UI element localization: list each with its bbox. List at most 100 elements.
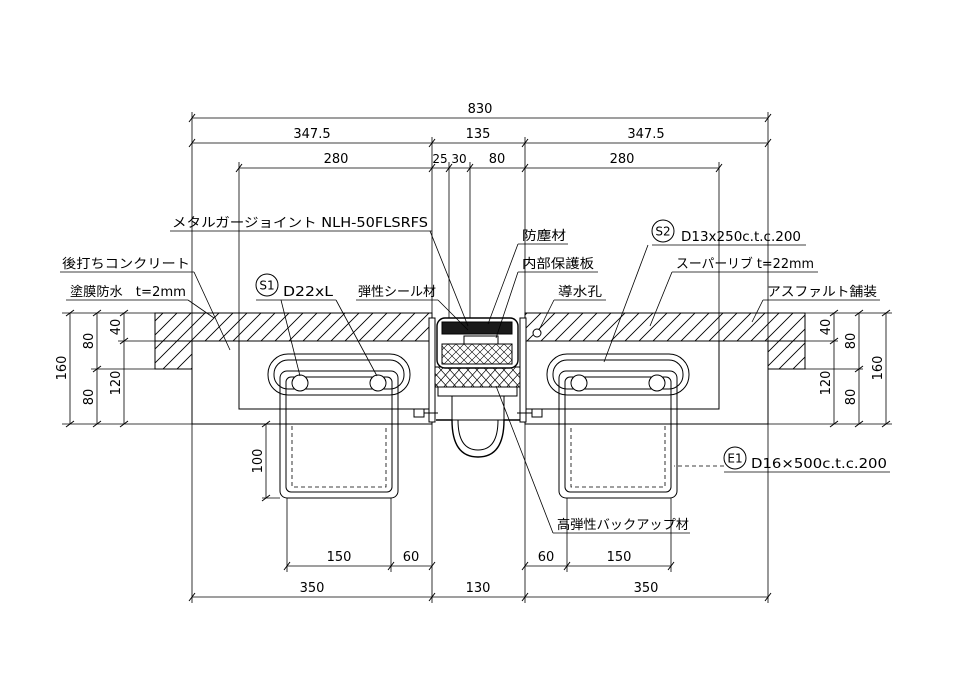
callout-dust-seal: 防塵材 — [487, 228, 568, 325]
pavement-left-outer — [154, 340, 193, 370]
label-asphalt-pavement: アスファルト舗装 — [767, 285, 877, 300]
drain-holder — [451, 395, 505, 421]
dim-left-lower-depth: 80 — [82, 389, 97, 406]
e1-rebar-outer-right — [558, 370, 678, 499]
drain-hole-mark — [532, 328, 542, 338]
inner-block-right — [525, 341, 720, 410]
s2-loop-inner — [552, 359, 684, 390]
label-drain-hole: 導水孔 — [558, 285, 602, 300]
dimension-texts-vertical: 160 80 80 40 120 40 120 80 80 160 100 — [55, 319, 886, 474]
label-waterproofing: 塗膜防水 t=2mm — [70, 284, 186, 300]
callout-inner-protection-plate: 内部保護板 — [495, 256, 598, 339]
leader-waterproofing — [187, 299, 215, 319]
e1-spec: D16×500c.t.c.200 — [751, 457, 887, 472]
dim-bottom-left: 350 — [300, 581, 325, 596]
dim-anchor-depth: 100 — [251, 449, 266, 474]
callout-e1: E1 D16×500c.t.c.200 — [674, 446, 890, 473]
dim-left-anchor-spacing: 150 — [327, 550, 352, 565]
callout-s2: S2 D13x250c.t.c.200 — [603, 219, 806, 363]
label-elastic-seal: 弾性シール材 — [358, 285, 436, 300]
drain-trough-outer — [436, 419, 520, 458]
label-joint-product: メタルガージョイント NLH-50FLSRFS — [172, 216, 428, 231]
dim-left-upper-depth: 80 — [82, 333, 97, 350]
leader-elastic-seal — [437, 299, 469, 331]
dimension-texts-bottom: 150 60 60 150 350 130 350 — [300, 550, 659, 596]
label-dust-seal: 防塵材 — [522, 228, 566, 244]
concrete-right — [524, 340, 769, 425]
dim-left-concrete-depth: 120 — [109, 371, 124, 396]
bar-section-right-2 — [570, 374, 588, 392]
drain-trough-inner — [457, 419, 499, 451]
bolt-left — [413, 408, 438, 418]
leader-post-cast-concrete — [193, 271, 231, 351]
inner-block-left — [238, 341, 432, 410]
concrete-left — [191, 340, 433, 425]
dim-lines-bottom — [192, 565, 768, 598]
e1-mark-circle — [723, 446, 747, 470]
callout-waterproofing: 塗膜防水 t=2mm — [66, 284, 215, 319]
base-plate — [437, 386, 518, 397]
dim-right-upper-depth: 80 — [844, 333, 859, 350]
right-face-plate — [519, 317, 527, 423]
leader-s1 — [280, 299, 378, 377]
joint-assembly — [413, 317, 543, 458]
s2-mark-circle — [651, 219, 675, 243]
inner-protection-plate — [463, 335, 499, 345]
callout-super-rib: スーパーリブ t=22mm — [649, 256, 818, 327]
dim-right-lower-depth: 80 — [844, 389, 859, 406]
pavement — [154, 312, 806, 370]
e1-rebar-inner — [285, 376, 393, 493]
anchor-right — [546, 353, 690, 499]
bolt-right — [517, 408, 543, 418]
leader-asphalt-pavement — [751, 299, 764, 323]
callout-elastic-seal: 弾性シール材 — [356, 285, 469, 331]
dimension-lines — [65, 113, 891, 602]
label-super-rib: スーパーリブ t=22mm — [676, 256, 814, 272]
e1-mark: E1 — [727, 452, 742, 466]
dim-left-pavement-depth: 40 — [109, 319, 124, 336]
s1-spec: D22xL — [283, 285, 334, 300]
dim-left-width: 347.5 — [293, 127, 330, 142]
dim-right-anchor-spacing: 150 — [607, 550, 632, 565]
leader-super-rib — [649, 271, 673, 327]
dim-right-inner: 280 — [610, 152, 635, 167]
callout-asphalt-pavement: アスファルト舗装 — [751, 285, 880, 323]
dim-joint-seg-3: 80 — [489, 152, 506, 167]
e1-rebar-inner-right — [564, 376, 672, 493]
dim-right-width: 347.5 — [627, 127, 664, 142]
callout-s1: S1 D22xL — [255, 273, 378, 377]
dim-left-anchor-offset: 60 — [403, 550, 420, 565]
leader-s2 — [603, 244, 649, 363]
dim-right-pavement-depth: 40 — [819, 319, 834, 336]
dim-left-inner: 280 — [324, 152, 349, 167]
dim-joint-seg-1: 25 — [432, 152, 447, 166]
leader-inner-protection-plate — [495, 271, 519, 339]
dim-right-concrete-depth: 120 — [819, 371, 834, 396]
s1-mark-circle — [255, 273, 279, 297]
label-post-cast-concrete: 後打ちコンクリート — [62, 257, 190, 272]
dim-joint-width: 135 — [466, 127, 491, 142]
callout-drain-hole: 導水孔 — [538, 285, 606, 331]
pavement-left — [154, 312, 433, 342]
dimension-texts-top: 830 347.5 135 347.5 280 25 30 80 280 — [293, 102, 664, 167]
s2-loop-outer — [546, 353, 690, 396]
callout-backup-material: 高弾性バックアップ材 — [495, 385, 690, 534]
label-inner-protection-plate: 内部保護板 — [522, 256, 594, 272]
pavement-right — [524, 312, 806, 342]
e1-rebar-hidden-right — [570, 426, 666, 488]
bar-section-right-1 — [648, 374, 666, 392]
dim-left-total-depth: 160 — [55, 356, 70, 381]
dim-bottom-right: 350 — [634, 581, 659, 596]
seal-body-hatch — [441, 343, 513, 365]
s2-mark: S2 — [655, 225, 670, 239]
leader-dust-seal — [487, 243, 519, 325]
anchor-left — [267, 353, 411, 499]
dim-joint-seg-2: 30 — [451, 152, 466, 166]
left-face-plate — [428, 317, 436, 423]
e1-rebar-hidden — [291, 426, 387, 488]
leader-drain-hole — [538, 299, 555, 331]
leader-backup-material — [495, 385, 554, 534]
callout-joint-product: メタルガージョイント NLH-50FLSRFS — [170, 216, 469, 327]
backup-material — [434, 366, 521, 388]
